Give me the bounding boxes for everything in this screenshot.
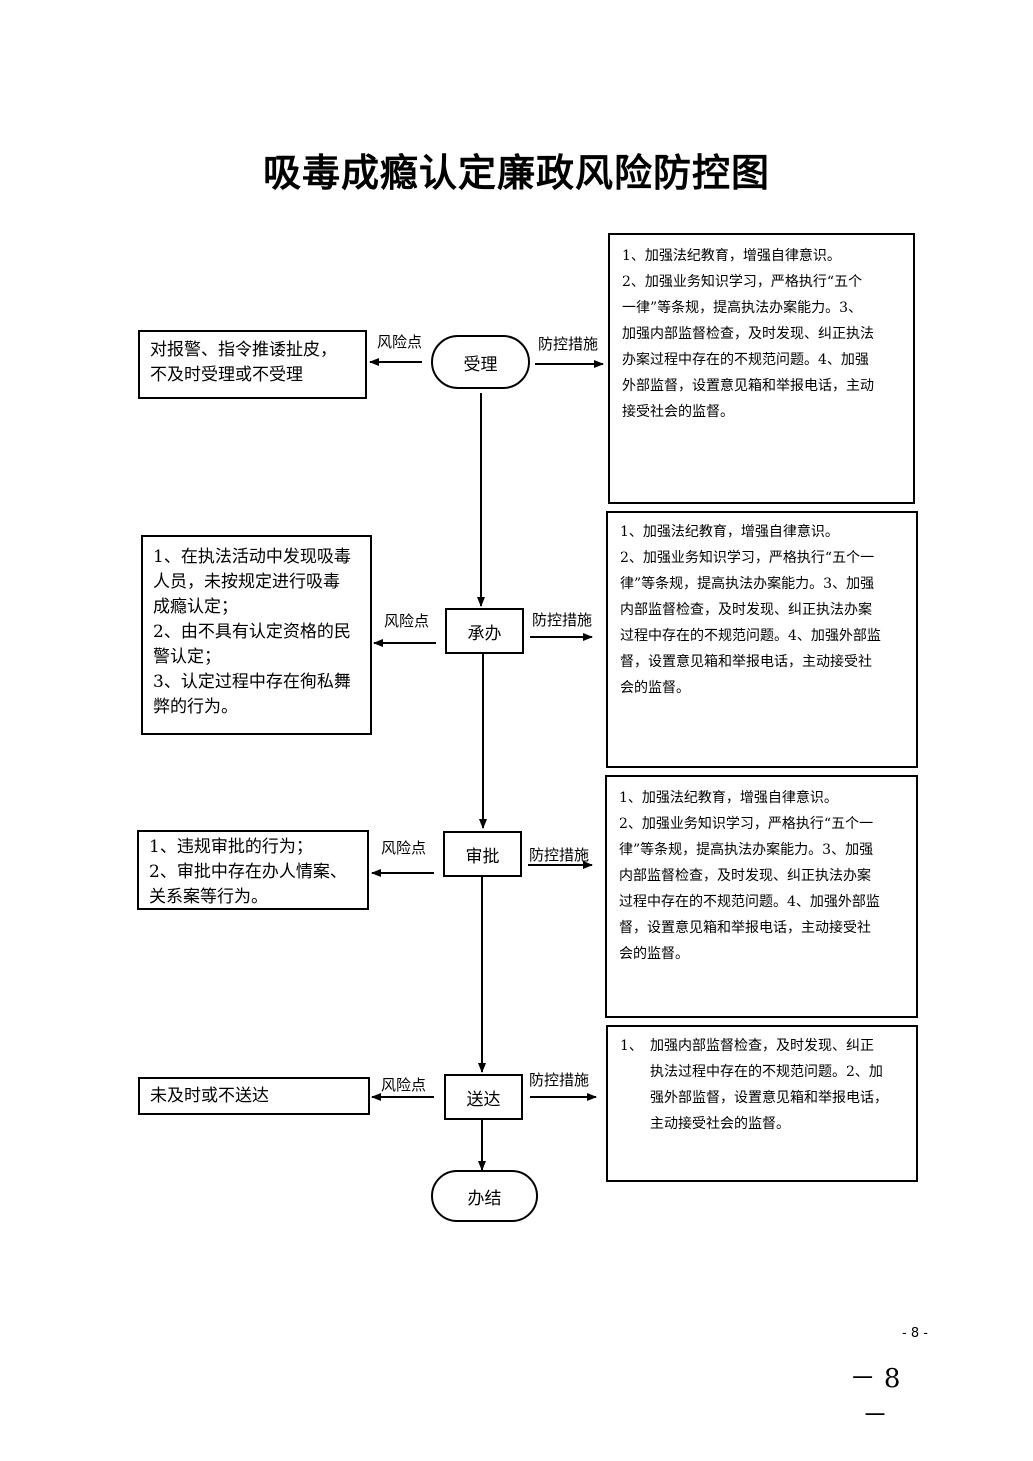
node-approve: 审批: [443, 831, 522, 877]
node-handle-label: 承办: [467, 623, 502, 644]
risk-line: 对报警、指令推诿扯皮，: [150, 340, 337, 360]
measure-line: 内部监督检查，及时发现、纠正执法办案: [619, 868, 871, 884]
measure-line: 律”等条规，提高执法办案能力。3、加强: [619, 842, 874, 858]
node-deliver: 送达: [444, 1074, 523, 1120]
measure-line: 主动接受社会的监督。: [650, 1116, 790, 1132]
risk-line: 人员，未按规定进行吸毒: [153, 572, 340, 592]
measure-line: 督，设置意见箱和举报电话，主动接受社: [620, 654, 872, 670]
measure-box-accept: 1、加强法纪教育，增强自律意识。 2、加强业务知识学习，严格执行“五个 一律”等…: [608, 233, 915, 504]
measure-line: 一律”等条规，提高执法办案能力。3、: [622, 300, 863, 316]
risk-line: 关系案等行为。: [149, 887, 268, 907]
measure-box-handle: 1、加强法纪教育，增强自律意识。 2、加强业务知识学习，严格执行“五个一 律”等…: [606, 511, 918, 768]
risk-label-approve: 风险点: [381, 839, 427, 857]
page-title: 吸毒成瘾认定廉政风险防控图: [262, 151, 770, 195]
measure-item: 1、 加强内部监督检查，及时发现、纠正 执法过程中存在的不规范问题。2、加 强外…: [620, 1033, 904, 1137]
measure-box-deliver: 1、 加强内部监督检查，及时发现、纠正 执法过程中存在的不规范问题。2、加 强外…: [606, 1025, 918, 1182]
measure-line: 接受社会的监督。: [622, 404, 734, 420]
node-close-label: 办结: [467, 1188, 502, 1209]
measure-label-accept: 防控措施: [538, 335, 599, 353]
risk-line: 警认定；: [153, 647, 221, 667]
measure-line: 强外部监督，设置意见箱和举报电话，: [650, 1090, 888, 1106]
risk-line: 不及时受理或不受理: [150, 365, 303, 385]
risk-box-approve: 1、违规审批的行为； 2、审批中存在办人情案、 关系案等行为。: [137, 830, 369, 910]
node-handle: 承办: [445, 608, 524, 654]
measure-line: 1、加强法纪教育，增强自律意识。: [622, 248, 841, 264]
page-number-small: - 8 -: [902, 1326, 928, 1341]
measure-line: 办案过程中存在的不规范问题。4、加强: [622, 352, 869, 368]
node-accept: 受理: [431, 335, 530, 389]
risk-line: 2、由不具有认定资格的民: [153, 622, 351, 642]
measure-label-deliver: 防控措施: [529, 1071, 590, 1089]
node-deliver-label: 送达: [466, 1089, 501, 1110]
risk-label-deliver: 风险点: [381, 1076, 427, 1094]
risk-box-deliver: 未及时或不送达: [138, 1077, 370, 1115]
measure-line: 律”等条规，提高执法办案能力。3、加强: [620, 576, 875, 592]
page-number-large: － 8 －: [849, 1364, 901, 1431]
measure-line: 会的监督。: [619, 946, 689, 962]
risk-box-handle: 1、在执法活动中发现吸毒 人员，未按规定进行吸毒 成瘾认定； 2、由不具有认定资…: [141, 535, 372, 735]
measure-line: 内部监督检查，及时发现、纠正执法办案: [620, 602, 872, 618]
measure-line: 外部监督，设置意见箱和举报电话，主动: [622, 378, 874, 394]
measure-line: 2、加强业务知识学习，严格执行“五个一: [620, 550, 875, 566]
risk-line: 3、认定过程中存在徇私舞: [153, 672, 351, 692]
risk-box-accept: 对报警、指令推诿扯皮， 不及时受理或不受理: [138, 330, 367, 399]
measure-line: 加强内部监督检查，及时发现、纠正: [650, 1038, 874, 1054]
measure-line: 1、加强法纪教育，增强自律意识。: [620, 524, 839, 540]
risk-line: 成瘾认定；: [153, 597, 238, 617]
risk-label-accept: 风险点: [377, 333, 423, 351]
risk-line: 弊的行为。: [153, 697, 238, 717]
measure-line: 2、加强业务知识学习，严格执行“五个一: [619, 816, 874, 832]
measure-box-approve: 1、加强法纪教育，增强自律意识。 2、加强业务知识学习，严格执行“五个一 律”等…: [605, 775, 918, 1018]
measure-line: 会的监督。: [620, 680, 690, 696]
risk-line: 2、审批中存在办人情案、: [149, 862, 347, 882]
measure-line: 过程中存在的不规范问题。4、加强外部监: [619, 894, 880, 910]
measure-line: 加强内部监督检查，及时发现、纠正执法: [622, 326, 874, 342]
risk-line: 1、违规审批的行为；: [149, 837, 313, 857]
risk-line: 未及时或不送达: [150, 1086, 269, 1106]
measure-line: 过程中存在的不规范问题。4、加强外部监: [620, 628, 881, 644]
risk-line: 1、在执法活动中发现吸毒: [153, 547, 351, 567]
measure-line: 2、加强业务知识学习，严格执行“五个: [622, 274, 863, 290]
measure-line: 督，设置意见箱和举报电话，主动接受社: [619, 920, 871, 936]
measure-line: 1、加强法纪教育，增强自律意识。: [619, 790, 838, 806]
node-close: 办结: [431, 1170, 538, 1222]
node-accept-label: 受理: [463, 354, 498, 375]
measure-item-number: 1、: [620, 1038, 643, 1054]
measure-label-handle: 防控措施: [532, 611, 593, 629]
risk-label-handle: 风险点: [384, 612, 430, 630]
node-approve-label: 审批: [465, 846, 500, 867]
measure-line: 执法过程中存在的不规范问题。2、加: [650, 1064, 883, 1080]
measure-label-approve: 防控措施: [529, 846, 590, 864]
